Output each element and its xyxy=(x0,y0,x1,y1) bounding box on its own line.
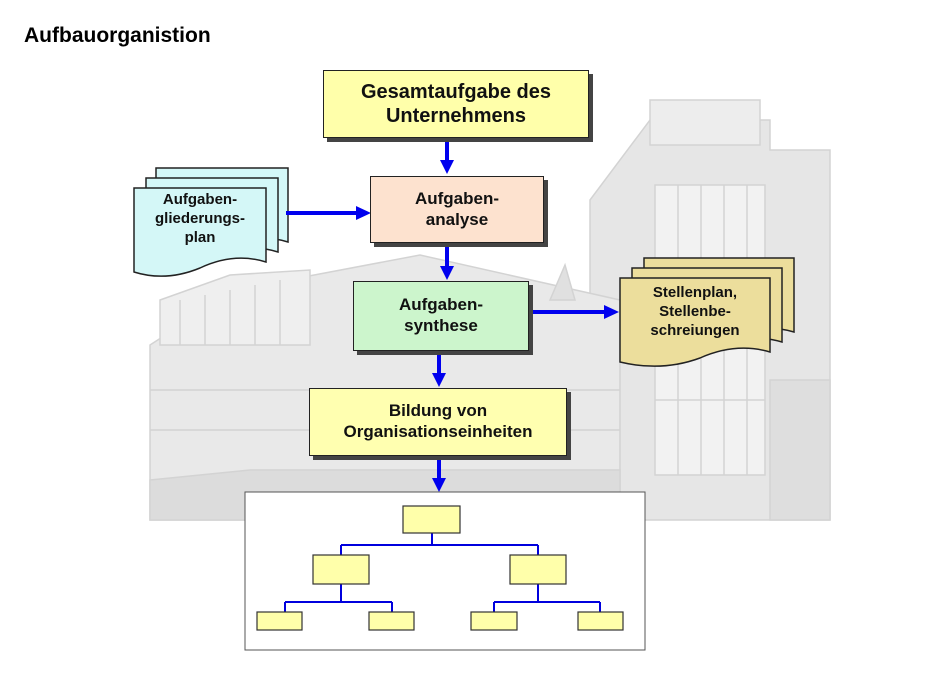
arrow-gesamt-to-analyse-head xyxy=(440,160,454,174)
org-box-leaf-1 xyxy=(256,611,303,631)
org-chart-panel xyxy=(244,491,646,651)
node-bildung-organisationseinheiten: Bildung von Organisationseinheiten xyxy=(309,388,567,456)
org-box-leaf-3 xyxy=(470,611,518,631)
arrow-gliederungsplan-to-analyse-head xyxy=(356,206,371,220)
node-aufgabensynthese: Aufgaben- synthese xyxy=(353,281,529,351)
org-box-leaf-2 xyxy=(368,611,415,631)
org-box-mid-right xyxy=(509,554,567,585)
flow-arrows xyxy=(286,140,619,492)
arrow-bildung-to-orgchart-head xyxy=(432,478,446,492)
stellenplan-document-stack xyxy=(619,257,795,367)
page-title: Aufbauorganistion xyxy=(24,24,211,47)
node-aufgabenanalyse: Aufgaben- analyse xyxy=(370,176,544,243)
org-box-mid-left xyxy=(312,554,370,585)
document-label-gliederungsplan: Aufgaben- gliederungs- plan xyxy=(154,191,245,246)
arrow-synthese-to-bildung-head xyxy=(432,373,446,387)
org-box-leaf-4 xyxy=(577,611,624,631)
org-box-top xyxy=(402,505,461,534)
document-label-stellenplan: Stellenplan, Stellenbe- schreiungen xyxy=(650,284,740,339)
gliederungsplan-document-stack xyxy=(133,167,289,277)
node-gesamtaufgabe: Gesamtaufgabe des Unternehmens xyxy=(323,70,589,138)
arrow-synthese-to-stellenplan-head xyxy=(604,305,619,319)
arrow-analyse-to-synthese-head xyxy=(440,266,454,280)
